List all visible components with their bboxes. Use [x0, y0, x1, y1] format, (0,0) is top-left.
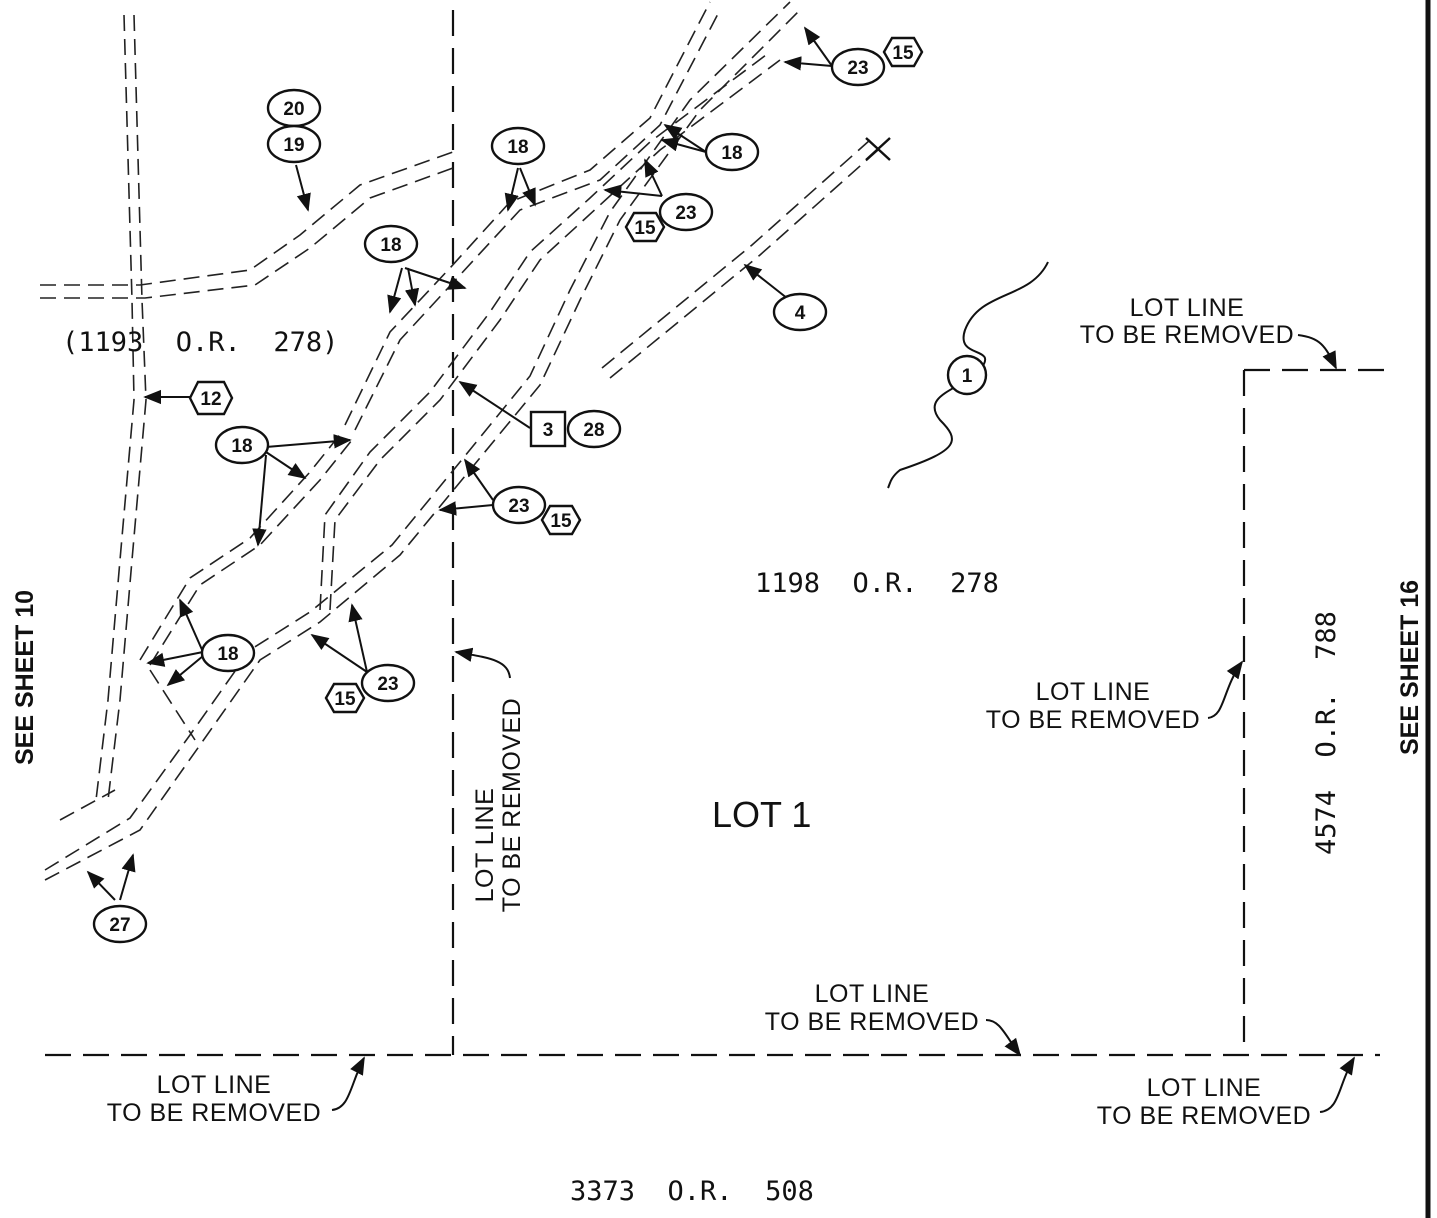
parcel-label-bottom: 3373 O.R. 508	[570, 1176, 814, 1207]
callout-15-hex: 15	[540, 504, 582, 536]
svg-text:TO BE REMOVED: TO BE REMOVED	[765, 1008, 979, 1036]
lot-line-note-bottom-center: LOT LINE TO BE REMOVED	[765, 980, 979, 1036]
callout-23: 23	[491, 485, 547, 525]
svg-text:18: 18	[507, 137, 528, 158]
callout-4: 4	[772, 292, 828, 332]
callout-20: 20	[266, 88, 322, 128]
callout-18: 18	[490, 126, 546, 166]
callout-27: 27	[92, 904, 148, 944]
callout-3-square: 3	[529, 410, 567, 448]
svg-text:1: 1	[962, 366, 973, 387]
svg-text:18: 18	[380, 235, 401, 256]
lot-line-note-vertical: LOT LINE TO BE REMOVED	[471, 698, 526, 912]
svg-text:LOT LINE: LOT LINE	[1036, 678, 1151, 706]
callout-15-hex: 15	[324, 682, 366, 714]
callout-15-hex: 15	[624, 211, 666, 243]
svg-text:LOT LINE: LOT LINE	[815, 980, 930, 1008]
survey-x-mark	[865, 137, 891, 161]
svg-text:LOT LINE: LOT LINE	[1147, 1074, 1262, 1102]
svg-text:LOT LINE: LOT LINE	[157, 1071, 272, 1099]
svg-text:23: 23	[508, 496, 529, 517]
parcel-label-center: 1198 O.R. 278	[755, 568, 999, 599]
callout-19: 19	[266, 124, 322, 164]
svg-text:LOT LINE: LOT LINE	[471, 788, 499, 903]
parcel-label-right: 4574 O.R. 788	[1311, 611, 1342, 855]
svg-text:15: 15	[634, 218, 656, 239]
svg-text:TO BE REMOVED: TO BE REMOVED	[107, 1099, 321, 1127]
callout-1: 1	[946, 354, 988, 396]
callout-18: 18	[214, 425, 270, 465]
callout-18: 18	[200, 633, 256, 673]
svg-text:TO BE REMOVED: TO BE REMOVED	[1080, 321, 1294, 349]
lot-line-note-bottom-right: LOT LINE TO BE REMOVED	[1097, 1074, 1311, 1130]
callout-23: 23	[360, 663, 416, 703]
svg-text:TO BE REMOVED: TO BE REMOVED	[986, 706, 1200, 734]
svg-text:23: 23	[675, 203, 696, 224]
easement-lines	[40, 1, 879, 881]
lot-line-note-top-right: LOT LINE TO BE REMOVED	[1080, 294, 1294, 349]
svg-text:3: 3	[543, 420, 554, 441]
leader-arrows	[86, 26, 1355, 1113]
svg-text:12: 12	[200, 389, 221, 410]
sheet-ref-left: SEE SHEET 10	[11, 590, 39, 765]
callout-18: 18	[363, 224, 419, 264]
svg-text:15: 15	[892, 43, 914, 64]
svg-text:4: 4	[795, 303, 806, 324]
callout-28: 28	[566, 409, 622, 449]
svg-text:23: 23	[377, 674, 398, 695]
callout-18: 18	[704, 132, 760, 172]
svg-text:19: 19	[283, 135, 304, 156]
lot-lines	[45, 10, 1390, 1057]
sheet-ref-right: SEE SHEET 16	[1396, 580, 1424, 755]
lot-line-note-mid-right: LOT LINE TO BE REMOVED	[986, 678, 1200, 734]
callout-15-hex: 15	[882, 36, 924, 68]
svg-text:23: 23	[847, 58, 868, 79]
svg-text:18: 18	[217, 644, 238, 665]
svg-text:LOT LINE: LOT LINE	[1130, 294, 1245, 322]
lot-label: LOT 1	[712, 794, 811, 835]
svg-text:TO BE REMOVED: TO BE REMOVED	[498, 698, 526, 912]
svg-text:15: 15	[550, 511, 572, 532]
lot-line-note-bottom-left: LOT LINE TO BE REMOVED	[107, 1071, 321, 1127]
svg-text:18: 18	[721, 143, 742, 164]
svg-text:15: 15	[334, 689, 356, 710]
parcel-label-upper-left: (1193 O.R. 278)	[62, 327, 338, 358]
svg-text:28: 28	[583, 420, 604, 441]
svg-text:20: 20	[283, 99, 304, 120]
svg-text:18: 18	[231, 436, 252, 457]
callouts: 20 19 18 18 23 15 23 15	[92, 36, 988, 944]
svg-text:TO BE REMOVED: TO BE REMOVED	[1097, 1102, 1311, 1130]
callout-12-hex: 12	[188, 380, 234, 416]
callout-23: 23	[830, 47, 886, 87]
callout-23: 23	[658, 192, 714, 232]
svg-text:27: 27	[109, 915, 130, 936]
